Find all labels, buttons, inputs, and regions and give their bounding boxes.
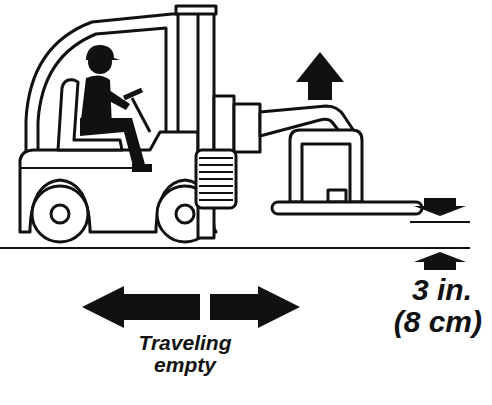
clearance-arrow-up	[414, 252, 466, 270]
ground-line	[0, 247, 470, 249]
travel-arrow-left	[82, 286, 200, 328]
body-trim	[20, 167, 150, 169]
rear-wheel	[32, 186, 88, 242]
front-hub	[176, 205, 194, 223]
clearance-arrow-down	[414, 198, 466, 216]
lifter-frame	[290, 130, 362, 202]
note-label: Traveling empty	[130, 332, 240, 376]
dimension-label: 3 in.	[362, 274, 472, 306]
steering-column	[132, 98, 150, 132]
hose-winding	[199, 199, 233, 201]
lift-arrow	[296, 52, 344, 100]
hose-winding	[199, 157, 233, 159]
hose-coil	[196, 150, 236, 208]
hose-winding	[199, 185, 233, 187]
clearance-line	[410, 221, 470, 223]
travel-arrow-right	[210, 286, 300, 328]
hose-winding	[199, 192, 233, 194]
hose-winding	[199, 171, 233, 173]
rear-hub	[51, 205, 69, 223]
operator	[80, 45, 152, 172]
attachment-plate	[234, 104, 260, 152]
mast-top	[176, 6, 216, 14]
dimension-label: (8 cm)	[362, 306, 482, 338]
hose-windings	[199, 158, 233, 200]
hose-winding	[199, 164, 233, 166]
steering-wheel	[124, 90, 142, 98]
vacuum-pad	[272, 202, 422, 214]
vacuum-valve	[328, 190, 346, 202]
hose-winding	[199, 178, 233, 180]
